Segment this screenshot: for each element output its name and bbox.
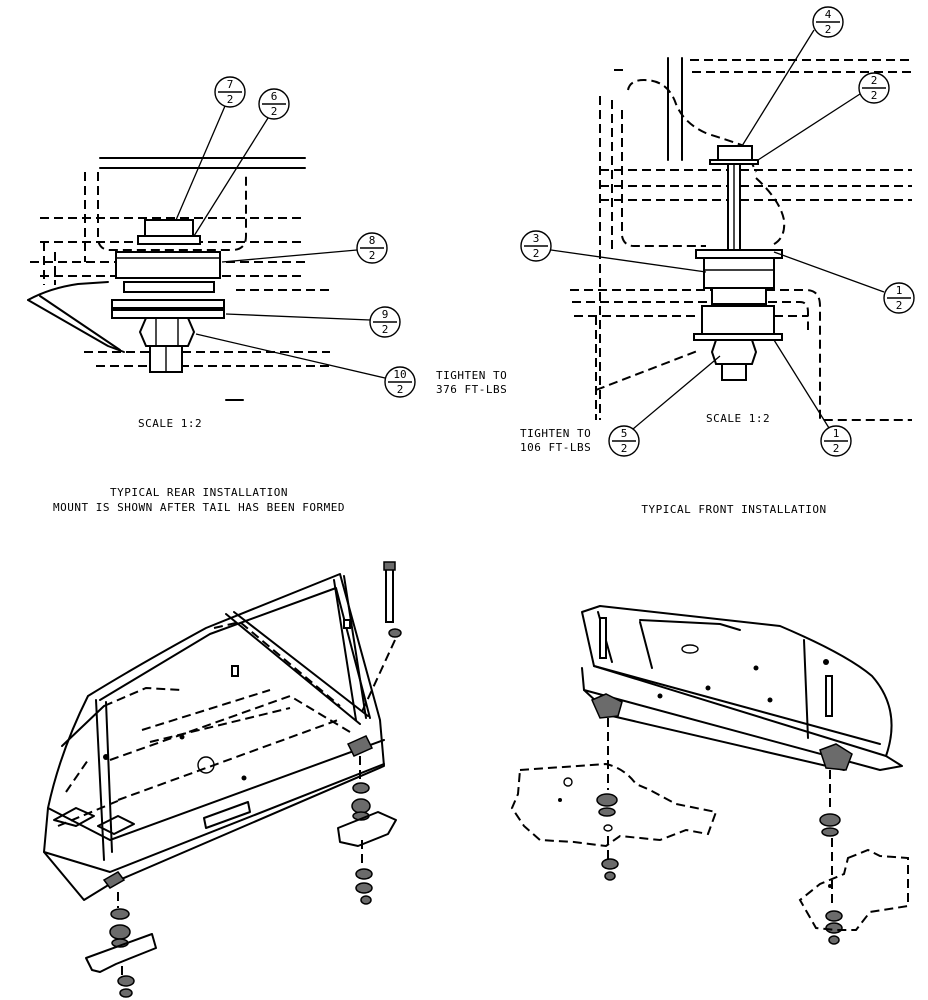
svg-text:2: 2 xyxy=(227,93,234,106)
svg-text:2: 2 xyxy=(382,323,389,336)
front-callout-4: 4 2 xyxy=(741,6,844,147)
front-callout-3: 3 2 xyxy=(520,230,707,273)
svg-text:7: 7 xyxy=(227,78,234,91)
rear-caption-line2: MOUNT IS SHOWN AFTER TAIL HAS BEEN FORME… xyxy=(53,501,345,514)
rear-torque-line2: 376 FT-LBS xyxy=(436,383,507,396)
svg-text:2: 2 xyxy=(533,247,540,260)
svg-text:2: 2 xyxy=(369,249,376,262)
svg-text:2: 2 xyxy=(896,299,903,312)
front-isometric-view xyxy=(510,605,909,945)
rear-caption-line1: TYPICAL REAR INSTALLATION xyxy=(110,486,288,499)
rear-isometric-view xyxy=(43,561,402,998)
svg-text:2: 2 xyxy=(825,23,832,36)
rear-callout-9: 9 2 xyxy=(225,306,401,338)
rear-scale-label: SCALE 1:2 xyxy=(138,417,202,430)
svg-text:2: 2 xyxy=(833,442,840,455)
front-torque-line2: 106 FT-LBS xyxy=(520,441,591,454)
svg-text:8: 8 xyxy=(369,234,376,247)
svg-text:2: 2 xyxy=(871,74,878,87)
front-callout-2: 2 2 xyxy=(757,72,890,161)
rear-callout-6: 6 2 xyxy=(193,88,290,237)
front-caption: TYPICAL FRONT INSTALLATION xyxy=(641,503,826,516)
front-callout-1-upper: 1 2 xyxy=(773,251,915,314)
front-callout-1-lower: 1 2 xyxy=(773,339,852,457)
svg-text:10: 10 xyxy=(393,368,406,381)
svg-text:1: 1 xyxy=(896,284,903,297)
rear-section-view xyxy=(27,157,330,401)
svg-text:2: 2 xyxy=(271,105,278,118)
front-section-view xyxy=(570,57,912,421)
svg-text:3: 3 xyxy=(533,232,540,245)
svg-text:6: 6 xyxy=(271,90,278,103)
svg-text:4: 4 xyxy=(825,8,832,21)
front-torque-line1: TIGHTEN TO xyxy=(520,427,591,440)
rear-callout-8: 8 2 xyxy=(221,232,388,264)
svg-text:2: 2 xyxy=(397,383,404,396)
front-callout-5: 5 2 xyxy=(608,355,721,457)
rear-callout-10: 10 2 xyxy=(195,333,416,398)
svg-text:1: 1 xyxy=(833,427,840,440)
rear-callout-7: 7 2 xyxy=(175,76,246,221)
svg-text:9: 9 xyxy=(382,308,389,321)
svg-text:2: 2 xyxy=(621,442,628,455)
front-scale-label: SCALE 1:2 xyxy=(706,412,770,425)
rear-torque-line1: TIGHTEN TO xyxy=(436,369,507,382)
svg-text:5: 5 xyxy=(621,427,628,440)
svg-text:2: 2 xyxy=(871,89,878,102)
